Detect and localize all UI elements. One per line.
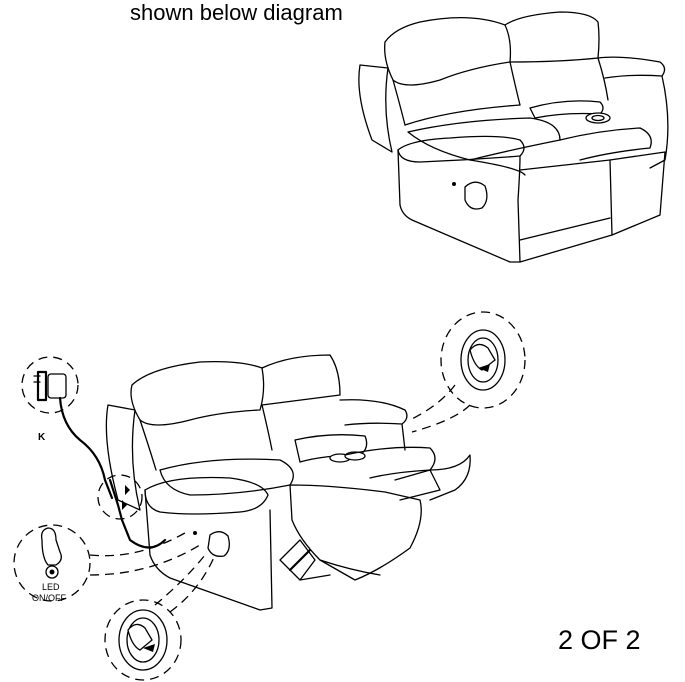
power-adapter-callout: K — [21, 356, 114, 500]
recline-handle-callout-left — [104, 599, 182, 681]
led-label-line2: ON/OFF — [32, 593, 66, 603]
cable-connector-callout — [97, 474, 167, 549]
led-switch-callout: LED ON/OFF — [13, 524, 91, 603]
recline-handle-callout-right — [440, 311, 526, 409]
sofa-reclined-illustration — [105, 354, 471, 611]
adapter-label: K — [38, 432, 46, 443]
page-number: 2 OF 2 — [558, 625, 641, 655]
led-label-line1: LED — [42, 582, 60, 592]
diagram-caption: shown below diagram — [130, 0, 343, 25]
sofa-closed-illustration — [358, 11, 669, 263]
